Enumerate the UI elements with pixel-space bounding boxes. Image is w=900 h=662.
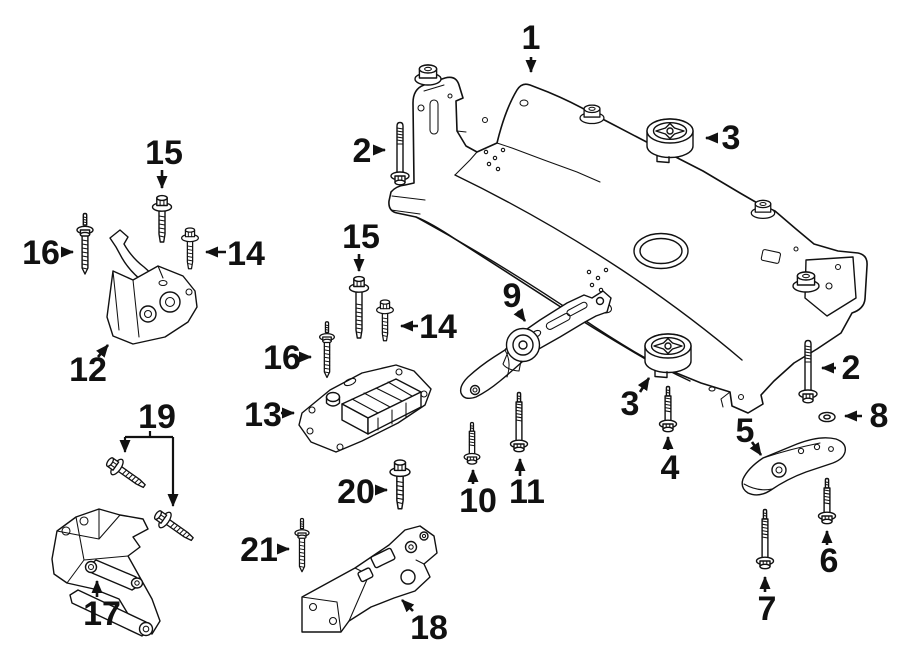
callout-14-center-label[interactable]: 14 — [419, 308, 457, 346]
part-1-subframe-drawing — [388, 64, 868, 414]
callout-8[interactable]: 8 — [844, 397, 889, 435]
callout-14-center[interactable]: 14 — [400, 308, 457, 346]
bolt-19-upper — [102, 452, 151, 495]
bolt-14-center — [376, 299, 394, 342]
callout-4-label[interactable]: 4 — [661, 449, 680, 487]
callout-15-left-label[interactable]: 15 — [145, 134, 183, 172]
callout-19-label[interactable]: 19 — [138, 398, 176, 436]
callout-21[interactable]: 21 — [240, 531, 290, 569]
bolt-21 — [294, 517, 310, 573]
callout-2-right-label[interactable]: 2 — [842, 349, 861, 387]
bolt-15-center — [348, 275, 370, 339]
callout-2-left[interactable]: 2 — [353, 132, 386, 170]
callout-18-arrow — [401, 599, 415, 613]
callout-1-label[interactable]: 1 — [522, 19, 541, 57]
callout-9[interactable]: 9 — [503, 277, 527, 322]
callout-15-left[interactable]: 15 — [145, 134, 183, 189]
callout-11[interactable]: 11 — [509, 458, 545, 511]
callout-2-left-label[interactable]: 2 — [353, 132, 372, 170]
callout-3-upper-label[interactable]: 3 — [722, 119, 741, 157]
part-17-support-bracket — [51, 508, 161, 637]
callout-1[interactable]: 1 — [522, 19, 541, 73]
part-18-pedestal-bracket — [301, 525, 438, 633]
callout-5-label[interactable]: 5 — [736, 412, 755, 450]
callout-10[interactable]: 10 — [459, 469, 497, 520]
callout-4[interactable]: 4 — [661, 436, 680, 487]
callout-9-label[interactable]: 9 — [503, 277, 522, 315]
bolt-2-left — [390, 121, 410, 186]
subframe-bushing-front-left — [414, 64, 442, 86]
callout-20-label[interactable]: 20 — [337, 473, 375, 511]
bolt-15-left — [151, 194, 173, 243]
callout-11-label[interactable]: 11 — [509, 473, 545, 511]
part-5-bracket — [741, 437, 846, 496]
callout-6-label[interactable]: 6 — [820, 542, 839, 580]
subframe-bushing-right-lower — [792, 271, 820, 293]
callout-10-label[interactable]: 10 — [459, 482, 497, 520]
callout-3-lower-label[interactable]: 3 — [621, 385, 640, 423]
callout-19-bracket — [125, 431, 173, 439]
callout-2-right[interactable]: 2 — [821, 349, 861, 387]
callout-17[interactable]: 17 — [83, 580, 121, 633]
callout-19[interactable]: 19 — [119, 398, 179, 507]
callout-3-lower-arrow — [637, 377, 651, 393]
callout-12-arrow — [96, 344, 109, 358]
callout-12-label[interactable]: 12 — [69, 351, 107, 389]
bolt-20 — [389, 459, 411, 510]
callout-13-label[interactable]: 13 — [244, 396, 282, 434]
callout-13[interactable]: 13 — [244, 396, 295, 434]
callout-18-label[interactable]: 18 — [410, 609, 448, 647]
callout-16-left-label[interactable]: 16 — [22, 234, 60, 272]
bolt-16-left — [76, 212, 94, 275]
callout-15-center-label[interactable]: 15 — [342, 218, 380, 256]
callout-15-center[interactable]: 15 — [342, 218, 380, 272]
bolt-7 — [755, 508, 775, 570]
bolt-4 — [658, 385, 678, 433]
callout-7[interactable]: 7 — [758, 576, 777, 628]
subframe-bushing-right-upper — [750, 199, 776, 220]
callout-3-lower[interactable]: 3 — [621, 377, 651, 423]
bolt-14-left — [181, 227, 199, 270]
callout-16-left[interactable]: 16 — [22, 234, 74, 272]
subframe-hole-dots — [483, 147, 609, 293]
bolt-19-lower — [150, 505, 199, 548]
callout-7-label[interactable]: 7 — [758, 590, 777, 628]
bolt-10 — [463, 421, 481, 465]
callout-14-left-label[interactable]: 14 — [227, 235, 265, 273]
bolt-16-center — [318, 321, 336, 379]
callout-14-left[interactable]: 14 — [205, 235, 265, 273]
callout-5-arrow — [749, 441, 763, 456]
part-9-torque-arm — [459, 290, 612, 400]
bolt-6 — [817, 477, 837, 525]
bolt-11 — [509, 391, 529, 453]
subframe-bushing-top — [579, 104, 605, 125]
callout-6[interactable]: 6 — [820, 530, 839, 580]
callout-20[interactable]: 20 — [337, 473, 388, 511]
part-12-engine-mount — [106, 229, 198, 345]
callout-17-label[interactable]: 17 — [83, 595, 121, 633]
callout-9-arrow — [513, 308, 527, 322]
callouts-layer: 1 2 3 2 8 3 4 5 — [22, 19, 888, 647]
callout-21-label[interactable]: 21 — [240, 531, 278, 569]
callout-8-label[interactable]: 8 — [870, 397, 889, 435]
callout-3-upper[interactable]: 3 — [705, 119, 741, 157]
part-13-transmission-mount — [298, 364, 432, 453]
washer-8 — [818, 411, 836, 423]
callout-12[interactable]: 12 — [69, 344, 109, 389]
callout-16-center-label[interactable]: 16 — [263, 339, 301, 377]
callout-18[interactable]: 18 — [401, 599, 448, 647]
callout-5[interactable]: 5 — [736, 412, 763, 456]
callout-16-center[interactable]: 16 — [263, 339, 312, 377]
